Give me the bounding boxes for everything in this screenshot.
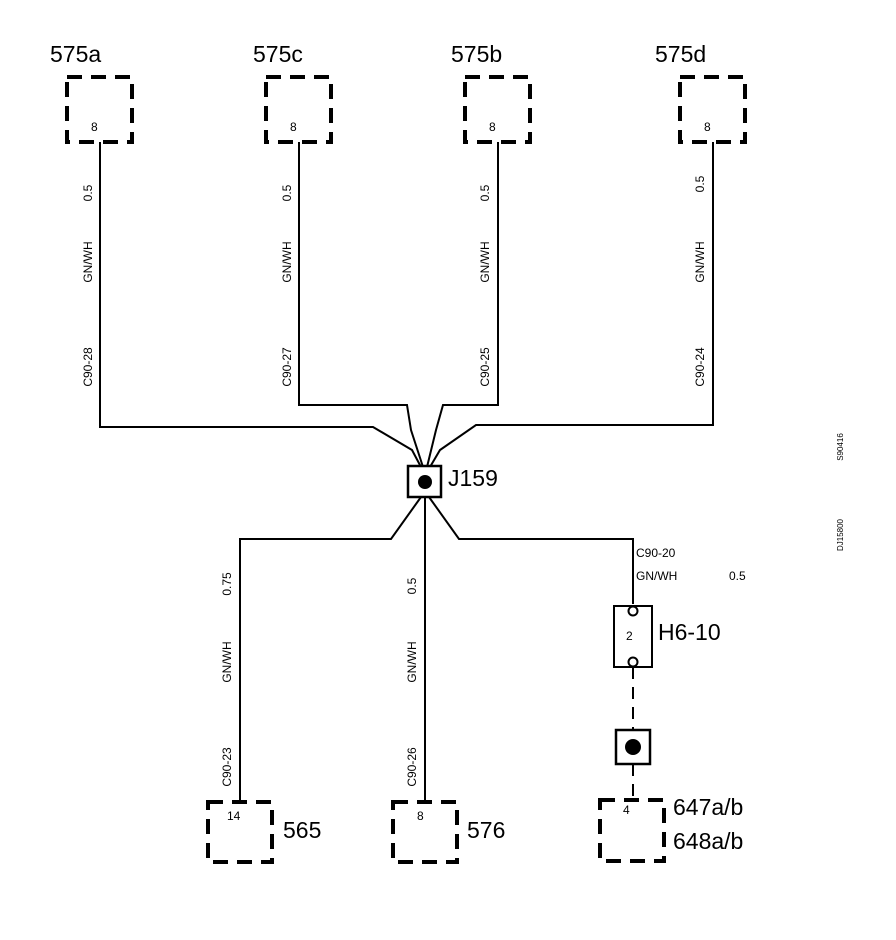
wire-h6-10-size: 0.5: [729, 569, 746, 583]
inline-connector-h6-10-bottom-terminal: [627, 656, 639, 668]
inline-connector-h6-10-label: H6-10: [658, 619, 721, 645]
wire-h6-10-labels: C90-20 GN/WH 0.5: [636, 546, 746, 583]
connector-647-label: 647a/b: [673, 794, 743, 820]
connector-575a: 575a 8: [50, 41, 134, 144]
connector-575d-pin: 8: [704, 120, 711, 134]
connector-575b-box: [463, 75, 532, 144]
connector-647-648-box: [598, 798, 666, 863]
wire-565: [239, 496, 422, 800]
connector-565-pin: 14: [227, 809, 241, 823]
connector-647-648: 4 647a/b 648a/b: [598, 794, 743, 863]
wire-575a-size: 0.5: [81, 184, 95, 201]
wire-575c-size: 0.5: [280, 184, 294, 201]
wire-h6-10: [428, 496, 634, 604]
connector-576: 8 576: [391, 800, 505, 864]
wire-576-pin: C90-26: [405, 747, 419, 787]
connector-575c: 575c 8: [253, 41, 333, 144]
side-code-bottom: DJ15800: [836, 518, 845, 551]
connector-575c-box: [264, 75, 333, 144]
wire-575b-labels: 0.5 GN/WH C90-25: [478, 184, 492, 386]
wire-575a: [99, 142, 422, 468]
wire-565-labels: 0.75 GN/WH C90-23: [220, 572, 234, 787]
inline-connector-h6-10-pin: 2: [626, 629, 633, 643]
connector-565-box: [206, 800, 274, 864]
splice-j159-label: J159: [448, 465, 498, 491]
connector-575d-box: [678, 75, 747, 144]
connector-575b-pin: 8: [489, 120, 496, 134]
wire-575d-labels: 0.5 GN/WH C90-24: [693, 175, 707, 386]
wire-h6-10-color: GN/WH: [636, 569, 677, 583]
wire-575b-pin: C90-25: [478, 347, 492, 387]
wire-576-color: GN/WH: [405, 641, 419, 682]
wire-575c-labels: 0.5 GN/WH C90-27: [280, 184, 294, 386]
connector-576-pin: 8: [417, 809, 424, 823]
wire-576-labels: 0.5 GN/WH C90-26: [405, 577, 419, 786]
inline-connector-h6-10: 2 H6-10: [613, 605, 721, 668]
wire-h6-10-pin: C90-20: [636, 546, 676, 560]
connector-575d: 575d 8: [655, 41, 747, 144]
connector-575d-label: 575d: [655, 41, 706, 67]
wire-575c: [298, 142, 424, 468]
wire-565-size: 0.75: [220, 572, 234, 596]
connector-575c-label: 575c: [253, 41, 303, 67]
connector-576-label: 576: [467, 817, 505, 843]
splice-j159: J159: [406, 464, 498, 499]
connector-575b: 575b 8: [451, 41, 532, 144]
splice-j159-dot: [418, 475, 432, 489]
connector-575b-label: 575b: [451, 41, 502, 67]
wire-575a-labels: 0.5 GN/WH C90-28: [81, 184, 95, 386]
wire-575d-pin: C90-24: [693, 347, 707, 387]
wire-575b-color: GN/WH: [478, 241, 492, 282]
wire-576-size: 0.5: [405, 577, 419, 594]
connector-575c-pin: 8: [290, 120, 297, 134]
connector-575a-box: [65, 75, 134, 144]
wire-575a-pin: C90-28: [81, 347, 95, 387]
connector-565: 14 565: [206, 800, 321, 864]
connector-575a-pin: 8: [91, 120, 98, 134]
connector-576-box: [391, 800, 459, 864]
inline-connector-h6-10-top-terminal: [627, 605, 639, 617]
wire-575d-color: GN/WH: [693, 241, 707, 282]
wire-565-color: GN/WH: [220, 641, 234, 682]
connector-575a-label: 575a: [50, 41, 101, 67]
wire-575d-size: 0.5: [693, 175, 707, 192]
side-code-top: S90416: [836, 433, 845, 461]
connector-565-label: 565: [283, 817, 321, 843]
connector-648-label: 648a/b: [673, 828, 743, 854]
wire-575b: [426, 142, 499, 468]
wire-575c-color: GN/WH: [280, 241, 294, 282]
wire-575a-color: GN/WH: [81, 241, 95, 282]
wire-575d: [429, 142, 714, 468]
wire-565-pin: C90-23: [220, 747, 234, 787]
ground-splice: [614, 728, 652, 766]
wire-575b-size: 0.5: [478, 184, 492, 201]
ground-splice-dot: [625, 739, 641, 755]
connector-647-648-pin: 4: [623, 803, 630, 817]
wire-575c-pin: C90-27: [280, 347, 294, 387]
